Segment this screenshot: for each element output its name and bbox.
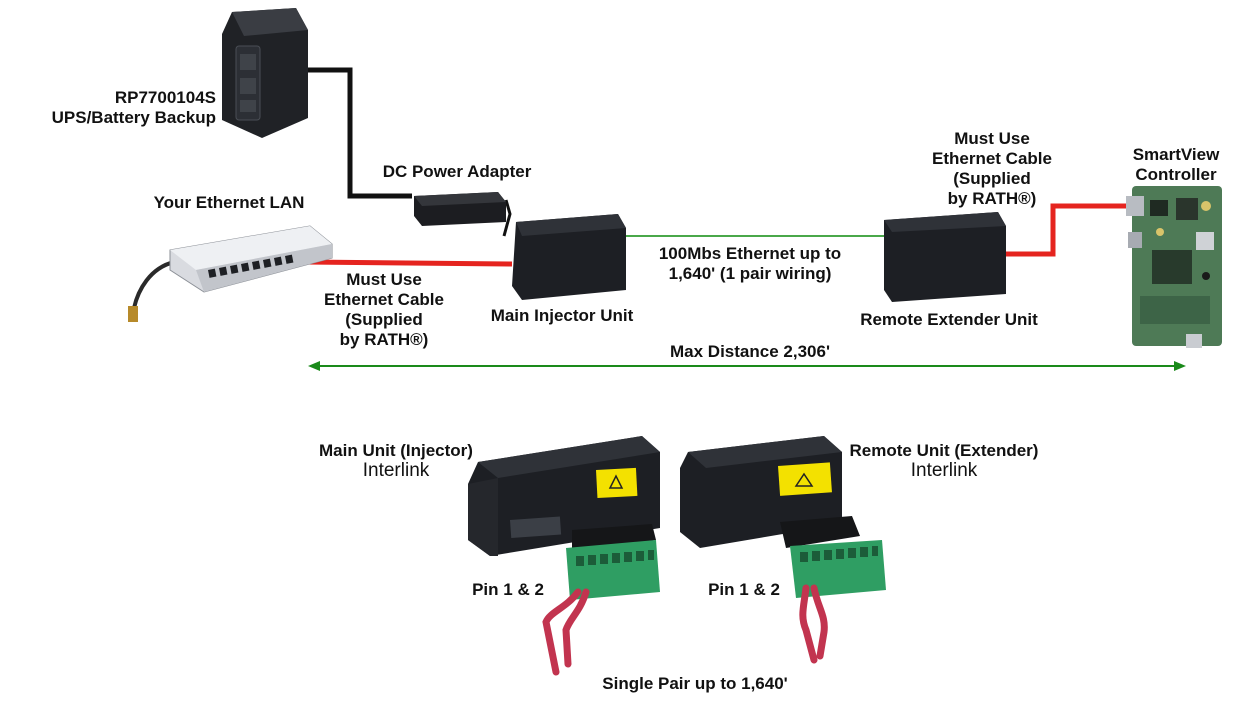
main-unit-subtitle: Interlink	[362, 460, 430, 481]
pair-wire-right	[799, 584, 828, 664]
ethernet-switch-icon	[128, 225, 333, 322]
max-distance-arrow	[308, 361, 1186, 371]
pair-wire-left	[542, 588, 590, 676]
cable-note-left-line1: Must Use	[346, 270, 422, 289]
pin-label-right: Pin 1 & 2	[708, 580, 780, 599]
controller-label: SmartView Controller	[1114, 145, 1238, 185]
controller-label-line2: Controller	[1135, 165, 1217, 184]
link-speed-label: 100Mbs Ethernet up to 1,640' (1 pair wir…	[640, 244, 860, 284]
cable-note-left: Must Use Ethernet Cable (Supplied by RAT…	[300, 270, 468, 350]
terminal-block-icon	[566, 540, 660, 600]
extender-unit-icon	[884, 212, 1006, 302]
cable-note-right-line2: Ethernet Cable	[932, 149, 1052, 168]
ups-name: UPS/Battery Backup	[51, 108, 216, 127]
cable-note-right-line4: by RATH®)	[947, 189, 1037, 208]
remote-unit-title: Remote Unit (Extender) Interlink	[826, 441, 1062, 481]
single-pair-label: Single Pair up to 1,640'	[602, 674, 788, 693]
remote-unit-detail-icon	[680, 436, 860, 548]
main-unit-title: Main Unit (Injector) Interlink	[296, 441, 496, 481]
adapter-lead	[502, 199, 512, 237]
injector-unit-icon	[512, 214, 626, 300]
main-unit-title-text: Main Unit (Injector)	[319, 441, 473, 460]
dc-adapter-label: DC Power Adapter	[382, 162, 532, 181]
link-speed-line2: 1,640' (1 pair wiring)	[668, 264, 832, 283]
extender-label: Remote Extender Unit	[860, 310, 1038, 329]
cable-note-left-line4: by RATH®)	[339, 330, 429, 349]
cable-note-left-line2: Ethernet Cable	[324, 290, 444, 309]
controller-label-line1: SmartView	[1132, 145, 1220, 164]
injector-label: Main Injector Unit	[490, 306, 634, 325]
controller-board-icon	[1126, 186, 1222, 348]
remote-unit-subtitle: Interlink	[910, 460, 978, 481]
power-adapter-icon	[414, 192, 506, 226]
lan-label: Your Ethernet LAN	[153, 193, 305, 212]
controller-ethernet-cable	[1004, 203, 1130, 257]
lan-ethernet-cable	[304, 259, 513, 267]
ups-model: RP7700104S	[114, 88, 216, 107]
pin-label-left: Pin 1 & 2	[472, 580, 544, 599]
terminal-block-icon-remote	[790, 540, 886, 598]
cable-note-right-line1: Must Use	[954, 129, 1030, 148]
cable-note-right-line3: (Supplied	[953, 169, 1031, 188]
cable-note-right: Must Use Ethernet Cable (Supplied by RAT…	[910, 129, 1074, 209]
cable-note-left-line3: (Supplied	[345, 310, 423, 329]
link-speed-line1: 100Mbs Ethernet up to	[658, 244, 842, 263]
main-unit-detail-icon	[468, 436, 660, 556]
max-distance-label: Max Distance 2,306'	[670, 342, 830, 361]
ups-battery-icon	[222, 8, 308, 138]
ups-label: RP7700104S UPS/Battery Backup	[10, 88, 216, 128]
remote-unit-title-text: Remote Unit (Extender)	[849, 441, 1039, 460]
power-cable	[306, 67, 412, 199]
